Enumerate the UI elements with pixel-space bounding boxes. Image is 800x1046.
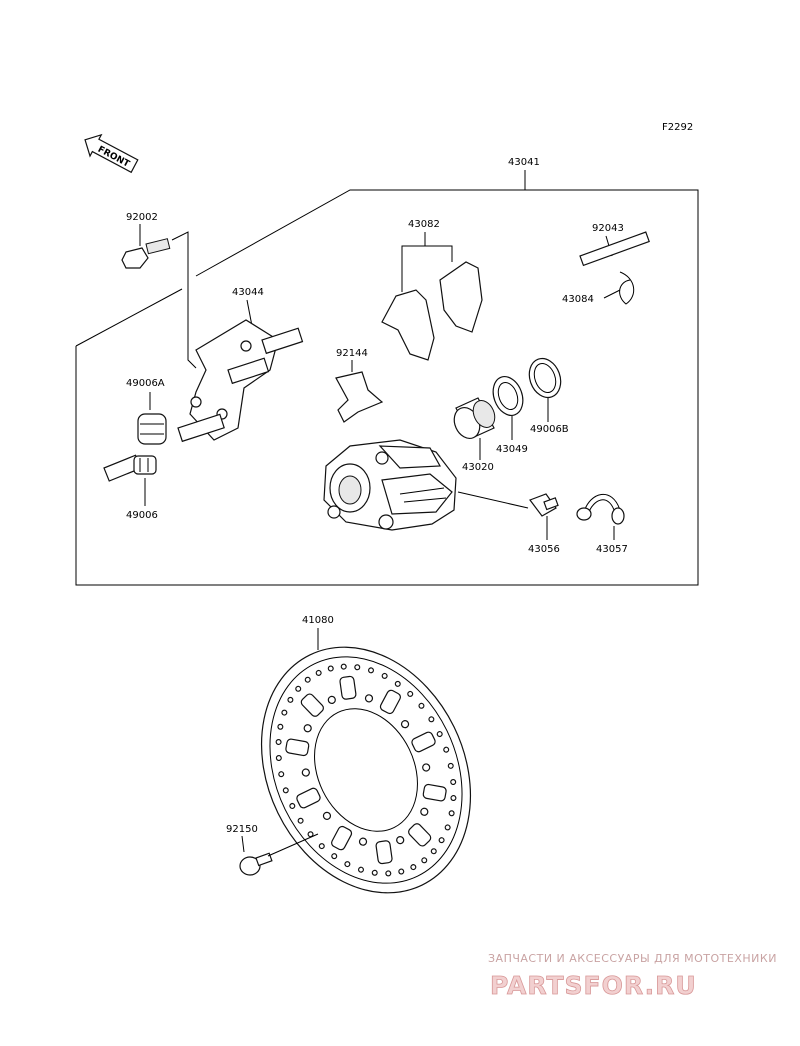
label-43041: 43041 [508,157,540,168]
label-43049: 43049 [496,444,528,455]
label-49006a: 49006A [126,378,165,389]
label-43084: 43084 [562,294,594,305]
label-43082: 43082 [408,219,440,230]
bleeder-cap-43057 [576,493,625,525]
caliper-assembly-frame [75,170,699,586]
pin-boot-49006 [103,454,157,482]
label-43056: 43056 [528,544,560,555]
boot-49006a [137,413,167,445]
label-41080: 41080 [302,615,334,626]
disc-bolt-92150 [239,852,273,876]
label-92043: 92043 [592,223,624,234]
label-92144: 92144 [336,348,368,359]
ring-49006b [528,357,562,399]
caliper-body [323,439,457,531]
front-arrow-icon: FRONT [84,133,139,174]
watermark-brand: PARTSFOR.RU [490,971,697,1000]
label-43057: 43057 [596,544,628,555]
spring-92144 [335,371,384,423]
brake-disc-41080 [260,646,472,894]
clip-43084 [619,271,635,305]
label-92002: 92002 [126,212,158,223]
label-43044: 43044 [232,287,264,298]
piston-43020 [453,397,496,440]
pin-92043 [579,231,650,267]
seal-43049 [492,376,524,416]
bleeder-valve-43056 [529,493,559,517]
label-43020: 43020 [462,462,494,473]
brake-pads-43082 [381,261,483,361]
label-49006: 49006 [126,510,158,521]
bracket-43044 [177,319,304,443]
watermark-tagline: ЗАПЧАСТИ И АКСЕССУАРЫ ДЛЯ МОТОТЕХНИКИ [488,952,777,965]
label-92150: 92150 [226,824,258,835]
label-49006b: 49006B [530,424,569,435]
figure-code: F2292 [662,122,693,133]
bolt-92002 [121,238,171,269]
